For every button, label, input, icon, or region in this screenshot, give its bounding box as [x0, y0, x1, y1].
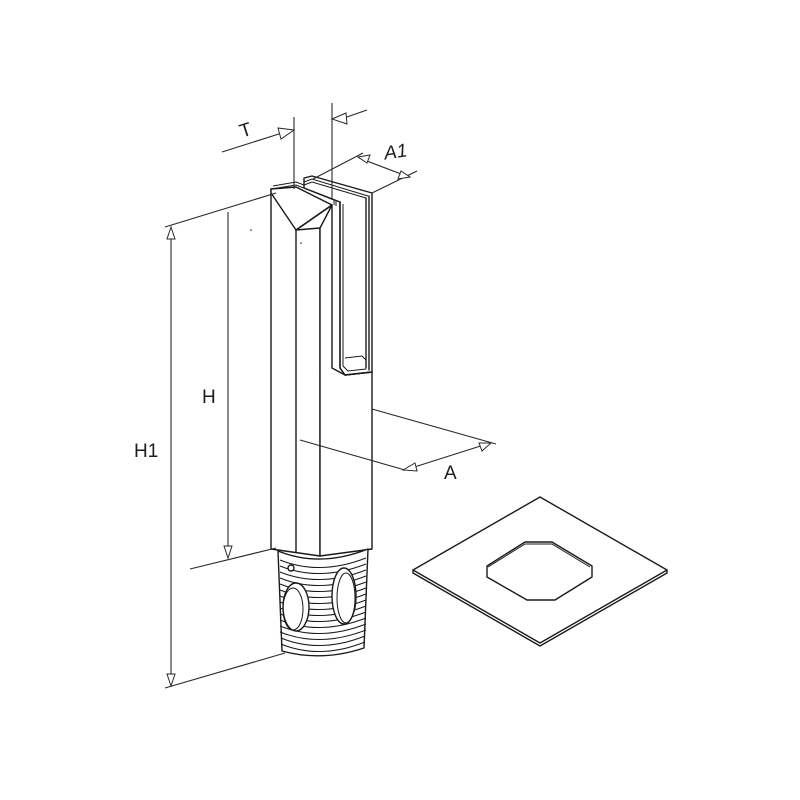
dimension-a: A	[299, 408, 497, 484]
label-t: T	[237, 119, 255, 143]
dimension-a1: A1	[312, 140, 418, 194]
label-a: A	[444, 463, 457, 484]
label-h1: H1	[134, 441, 158, 462]
threaded-base	[277, 548, 369, 657]
dimension-h: H	[164, 192, 277, 570]
spigot-post	[250, 181, 373, 557]
dimension-h1: H1	[134, 225, 286, 689]
dimension-t: T	[221, 103, 368, 200]
label-a1: A1	[382, 140, 409, 164]
label-h: H	[202, 387, 216, 408]
cover-plate	[412, 496, 668, 647]
